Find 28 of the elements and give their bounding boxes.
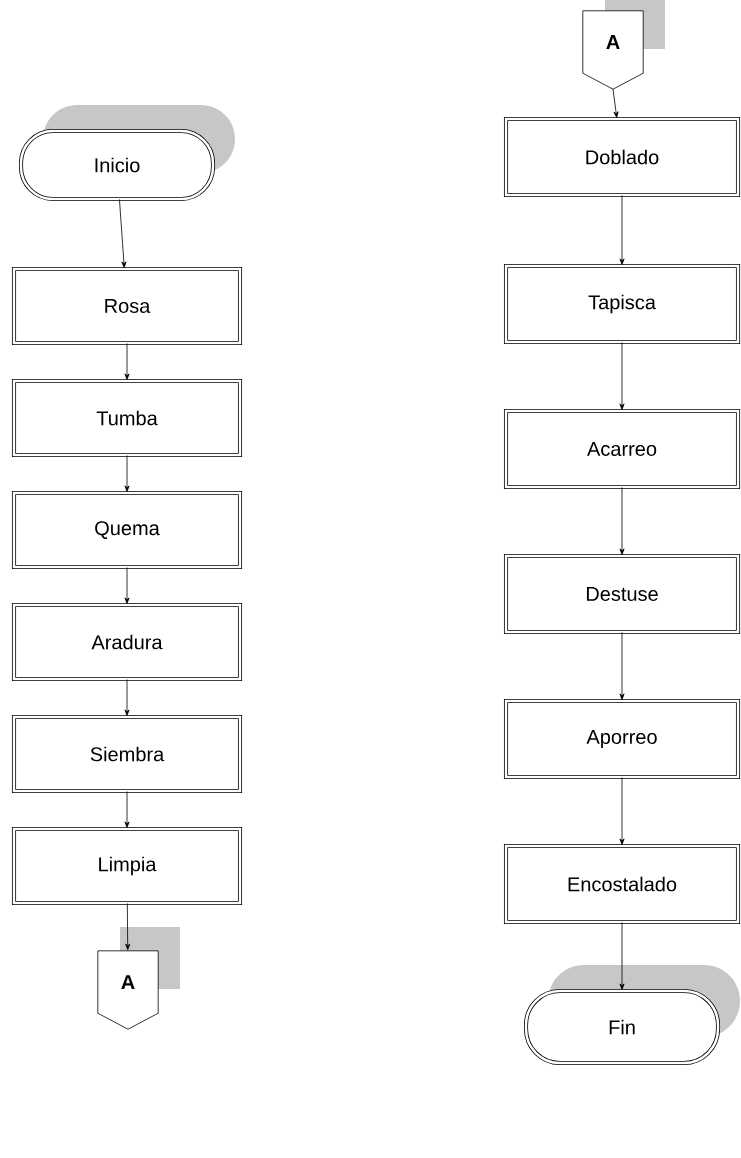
- arrow: [619, 632, 625, 700]
- process-box: Quema: [11, 490, 243, 570]
- process-box: Doblado: [503, 116, 741, 198]
- arrow: [119, 199, 127, 268]
- arrow: [619, 342, 625, 410]
- off-page-connector: A: [582, 0, 665, 90]
- process-box: Aporreo: [503, 698, 741, 780]
- arrow: [124, 567, 130, 604]
- process-box: Aradura: [11, 602, 243, 682]
- process-box: Acarreo: [503, 408, 741, 490]
- process-box: Tapisca: [503, 263, 741, 345]
- process-box: Limpia: [11, 826, 243, 906]
- arrow: [124, 455, 130, 492]
- arrow: [612, 88, 619, 118]
- process-box: Tumba: [11, 378, 243, 458]
- process-box: Destuse: [503, 553, 741, 635]
- arrow: [619, 922, 625, 990]
- process-box: Encostalado: [503, 843, 741, 925]
- arrow: [619, 487, 625, 555]
- arrow: [125, 903, 131, 951]
- process-box: Siembra: [11, 714, 243, 794]
- arrow: [619, 777, 625, 845]
- arrow: [124, 679, 130, 716]
- process-box: Rosa: [11, 266, 243, 346]
- arrow: [619, 195, 625, 265]
- arrow: [124, 343, 130, 380]
- off-page-connector: A: [97, 927, 180, 1030]
- arrow: [124, 791, 130, 828]
